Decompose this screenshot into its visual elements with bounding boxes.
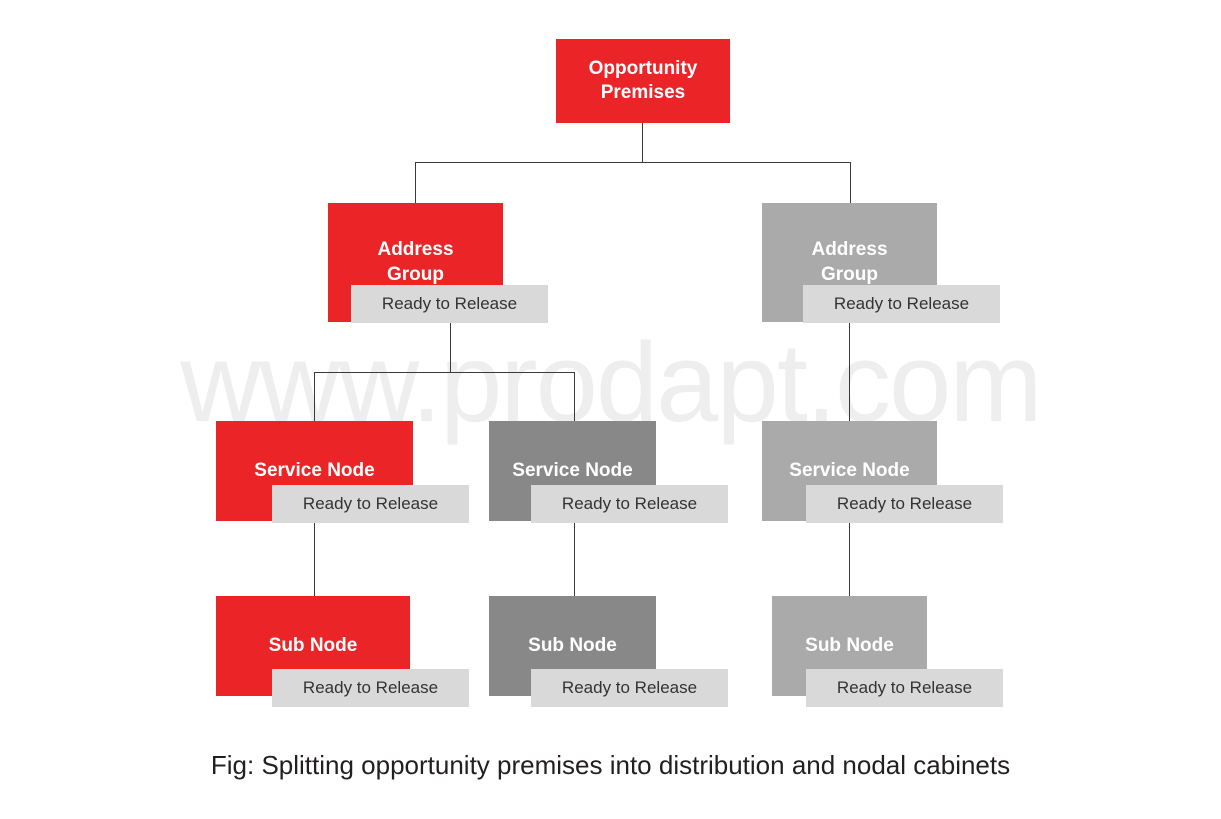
- status-badge-address-group-1: Ready to Release: [351, 285, 548, 323]
- connector-root-to-address-group-1: [415, 162, 416, 203]
- node-opportunity-premises[interactable]: Opportunity Premises: [556, 39, 730, 123]
- node-label-line1: Address: [377, 239, 454, 261]
- node-label-line1: Opportunity: [588, 57, 698, 79]
- node-label-line1: Service Node: [512, 459, 633, 481]
- status-badge-service-node-3: Ready to Release: [806, 485, 1003, 523]
- node-label-line2: Premises: [600, 82, 686, 103]
- node-label-line1: Address: [811, 239, 888, 261]
- figure-caption: Fig: Splitting opportunity premises into…: [210, 750, 1011, 780]
- node-label-line1: Sub Node: [528, 634, 617, 656]
- connector-service-node-1-to-sub-node-1: [314, 521, 315, 596]
- status-badge-service-node-2: Ready to Release: [531, 485, 728, 523]
- status-badge-sub-node-1: Ready to Release: [272, 669, 469, 707]
- connector-root-stem: [642, 123, 643, 162]
- connector-address-group-1-bar: [314, 372, 575, 373]
- connector-root-to-address-group-2: [850, 162, 851, 203]
- connector-service-node-2-to-sub-node-2: [574, 521, 575, 596]
- status-badge-sub-node-2: Ready to Release: [531, 669, 728, 707]
- node-label-line2: Group: [821, 263, 878, 285]
- connector-address-group-1-to-service-node-1: [314, 372, 315, 421]
- connector-service-node-3-to-sub-node-3: [849, 521, 850, 596]
- connector-address-group-1-to-service-node-2: [574, 372, 575, 421]
- connector-root-bar: [415, 162, 851, 163]
- connector-address-group-2-to-service-node-3: [849, 322, 850, 421]
- node-label-line2: Group: [387, 263, 444, 285]
- node-label-line1: Sub Node: [268, 634, 358, 656]
- node-label-line1: Service Node: [789, 459, 910, 481]
- status-badge-address-group-2: Ready to Release: [803, 285, 1000, 323]
- node-label-line1: Sub Node: [805, 634, 894, 656]
- connector-address-group-1-stem: [450, 322, 451, 372]
- node-label-line1: Service Node: [254, 459, 375, 481]
- status-badge-sub-node-3: Ready to Release: [806, 669, 1003, 707]
- status-badge-service-node-1: Ready to Release: [272, 485, 469, 523]
